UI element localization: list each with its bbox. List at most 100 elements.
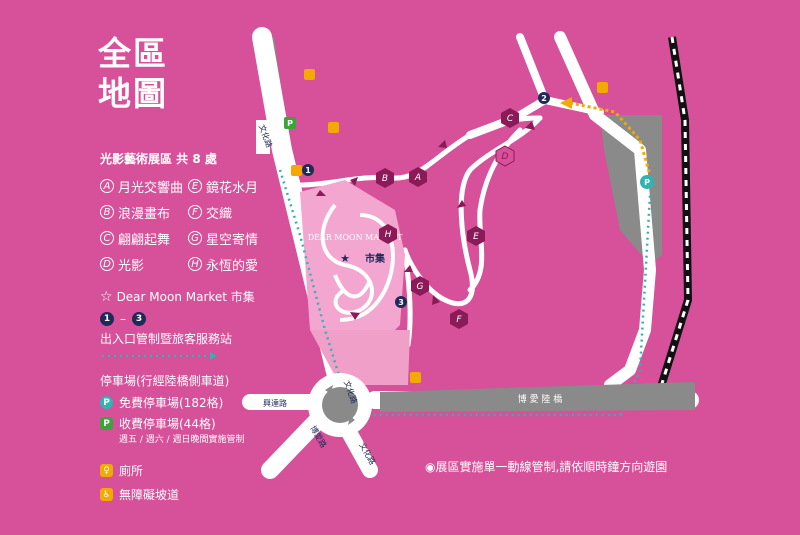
zone-e-label: 鏡花水月 [206, 180, 259, 196]
zone-hex-c[interactable]: C [501, 108, 519, 128]
zone-c-icon: C [100, 231, 114, 245]
paid-parking-marker[interactable]: P [284, 117, 296, 129]
toilet-icon [597, 82, 608, 93]
legend-accessible: ♿ 無障礙坡道 [100, 486, 179, 503]
free-parking-icon: P [100, 396, 113, 409]
boai-road [261, 411, 327, 479]
zone-e-icon: E [188, 179, 202, 193]
zone-hex-f[interactable]: F [450, 309, 468, 329]
gate-2[interactable]: 2 [538, 92, 550, 104]
star-icon: ☆ [100, 288, 113, 305]
flow-arrow-icon [316, 190, 326, 196]
roundabout-arrow-icon [325, 385, 333, 394]
gate-1[interactable]: 1 [302, 164, 314, 176]
paid-parking-label: 收費停車場(44格) [119, 417, 216, 431]
zone-hex-h[interactable]: H [379, 224, 397, 244]
boai-bridge [380, 382, 695, 412]
flow-arrow-icon [438, 140, 447, 148]
svg-text:3: 3 [398, 298, 404, 307]
zone-d-label: 光影 [118, 258, 145, 274]
svg-text:D: D [502, 152, 509, 162]
zones-heading: 光影藝術展區 共 8 處 [100, 152, 217, 166]
paid-parking-note: 週五 / 週六 / 週日晚間實施管制 [119, 435, 245, 445]
bridge-label: 博 愛 陸 橋 [518, 393, 563, 405]
zone-item-d[interactable]: D 光影 [100, 254, 144, 274]
accessible-ramp-icon [291, 165, 302, 176]
legend-market: ☆ Dear Moon Market 市集 [100, 288, 255, 305]
market-label: 市集 [365, 252, 386, 265]
parking-route-label: 停車場(行經陸橋側車道) [100, 374, 230, 388]
parking-route-line [100, 352, 218, 360]
svg-text:A: A [414, 173, 421, 183]
svg-text:1: 1 [305, 166, 311, 175]
svg-text:C: C [507, 114, 514, 124]
zone-item-e[interactable]: E 鏡花水月 [188, 176, 258, 196]
toilet-label: 廁所 [119, 464, 144, 478]
svg-text:G: G [417, 282, 424, 292]
toilet-icon [410, 372, 421, 383]
zone-hex-d[interactable]: D [495, 145, 515, 167]
svg-text:P: P [644, 178, 650, 187]
zone-item-c[interactable]: C 翩翩起舞 [100, 228, 170, 248]
market-star-icon: ★ [340, 252, 350, 265]
zone-item-a[interactable]: A 月光交響曲 [100, 176, 183, 196]
legend-paid-parking: P 收費停車場(44格) [100, 415, 216, 432]
zone-a-label: 月光交響曲 [118, 180, 184, 196]
market-legend-label: Dear Moon Market 市集 [116, 290, 255, 304]
market-name: DEAR MOON MARKET [308, 233, 403, 242]
zone-d-icon: D [100, 257, 114, 271]
one-way-notice: ◉展區實施單一動線管制,請依順時鐘方向遊園 [425, 460, 668, 474]
zone-g-label: 星空寄情 [206, 232, 259, 248]
zone-hex-e[interactable]: E [467, 226, 485, 246]
zone-hex-b[interactable]: B [376, 168, 394, 188]
svg-text:P: P [287, 119, 293, 128]
paid-parking-icon: P [100, 417, 113, 430]
walk-path-loop [402, 115, 543, 307]
gate-end-icon: 3 [132, 312, 146, 326]
accessible-label: 無障礙坡道 [119, 488, 180, 502]
flow-arrow-icon [404, 265, 413, 272]
svg-text:H: H [385, 230, 392, 240]
gate-start-icon: 1 [100, 312, 114, 326]
roundabout-arrow-icon-2 [348, 416, 355, 425]
flow-arrow-icon [432, 295, 440, 305]
south-lawn [310, 330, 410, 385]
svg-text:B: B [382, 174, 388, 184]
free-parking-marker[interactable]: P [640, 175, 654, 189]
roundabout-center [322, 387, 358, 423]
svg-text:2: 2 [541, 94, 547, 103]
zone-a-icon: A [100, 179, 114, 193]
accessible-ramp-icon: ♿ [100, 488, 113, 501]
zone-f-icon: F [188, 205, 202, 219]
xingda-road-label: 興達路 [263, 398, 287, 408]
legend-free-parking: P 免費停車場(182格) [100, 394, 223, 411]
flow-arrow-icon [457, 200, 466, 208]
toilet-icon [304, 69, 315, 80]
range-dash: – [120, 312, 126, 326]
zone-b-label: 浪漫畫布 [118, 206, 171, 222]
zone-c-label: 翩翩起舞 [118, 232, 171, 248]
market-pathways [320, 203, 395, 322]
zone-hex-g[interactable]: G [411, 276, 429, 296]
free-parking-label: 免費停車場(182格) [119, 396, 224, 410]
svg-text:F: F [456, 315, 462, 325]
toilet-icon: ♀ [100, 464, 113, 477]
gate-3[interactable]: 3 [395, 296, 407, 308]
legend-entrance-range: 1 – 3 [100, 312, 146, 326]
orange-arrow-icon [560, 97, 572, 109]
title-line-1: 全區 [98, 34, 168, 73]
map-title: 全區 地圖 [98, 34, 168, 114]
flow-arrow-icon [525, 121, 535, 130]
dotted-route-icon [102, 352, 217, 360]
entrance-label: 出入口管制暨旅客服務站 [100, 332, 233, 346]
toilet-icon [328, 122, 339, 133]
railway [656, 36, 693, 392]
svg-text:E: E [473, 232, 479, 242]
legend-toilet: ♀ 廁所 [100, 462, 143, 479]
zone-hex-a[interactable]: A [409, 167, 427, 187]
